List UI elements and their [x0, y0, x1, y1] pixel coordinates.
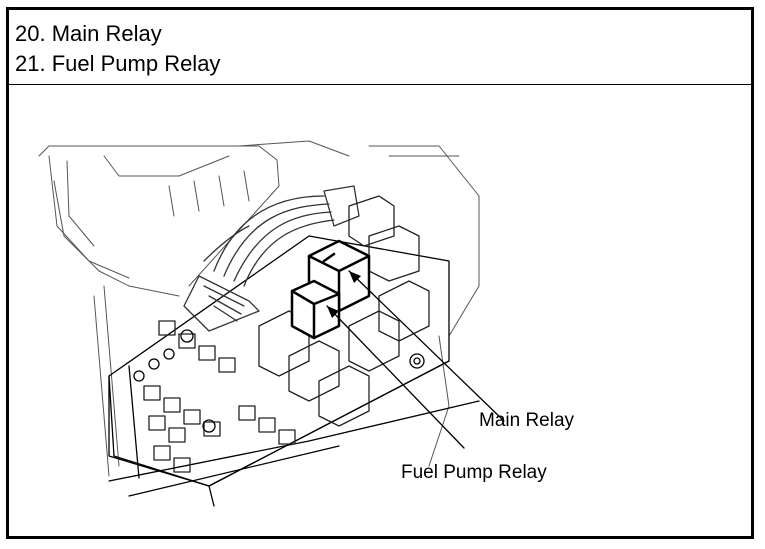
terminal-studs: [133, 329, 425, 433]
legend-header: 20. Main Relay 21. Fuel Pump Relay: [9, 10, 751, 85]
legend-item-main-relay: 20. Main Relay: [15, 21, 162, 46]
arrow-head-fuel-pump-relay: [327, 306, 339, 318]
wire-harness: [183, 185, 360, 332]
diagram-frame: 20. Main Relay 21. Fuel Pump Relay: [6, 7, 754, 539]
relay-box-illustration: Main Relay Fuel Pump Relay: [9, 86, 751, 536]
fuse-grid: [143, 320, 296, 473]
relay-box-drawing: Main Relay Fuel Pump Relay: [38, 140, 575, 507]
arrow-head-main-relay: [349, 271, 361, 283]
legend-item-fuel-pump-relay: 21. Fuel Pump Relay: [15, 51, 221, 76]
engine-bay-outline: [38, 140, 480, 477]
leader-lines: [326, 270, 505, 449]
relay-box-base: [108, 235, 480, 507]
callout-arrows: [327, 271, 361, 318]
relay-sockets: [258, 195, 430, 427]
fuel-pump-relay: [290, 279, 341, 340]
callout-label-main-relay: Main Relay: [479, 410, 575, 431]
callout-label-fuel-pump-relay: Fuel Pump Relay: [401, 462, 547, 483]
